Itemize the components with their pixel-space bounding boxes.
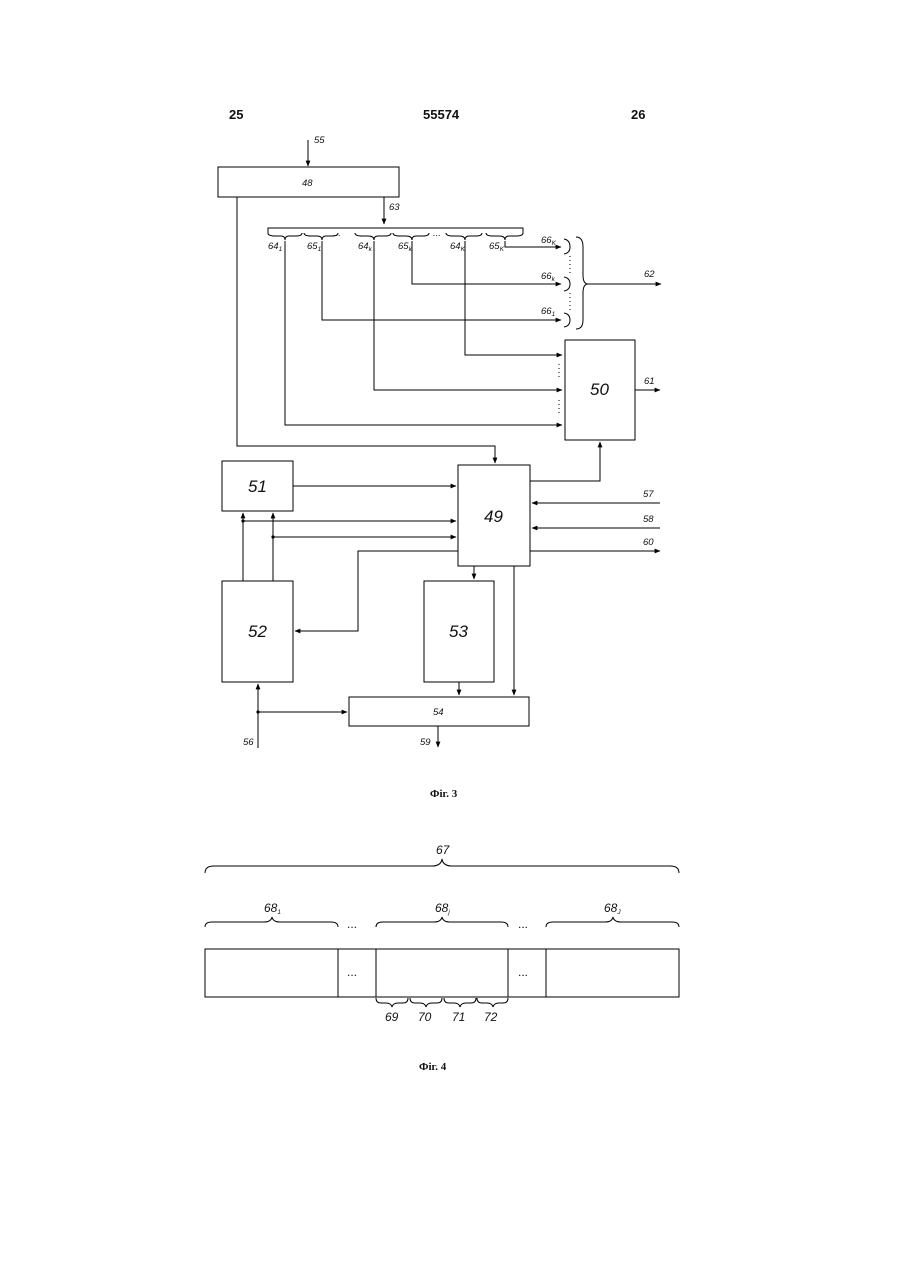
junction-56 [256, 710, 259, 713]
brace-64-k [355, 233, 391, 240]
combine-brace-62 [576, 237, 588, 329]
signal-63-label: 63 [389, 202, 400, 213]
signal-58-label: 58 [643, 514, 654, 525]
line-64-1-50 [285, 241, 562, 425]
field-label-64-k: 64k [358, 241, 373, 253]
block-48-label: 48 [302, 178, 313, 189]
output-label-66-1: 661 [541, 306, 556, 318]
output-label-66k: 66k [541, 271, 556, 283]
brace-70 [410, 998, 442, 1007]
figure-4: 67 681 ... 68j ... 68J ... ... 69 70 71 … [205, 843, 679, 1073]
brace-65-k [393, 233, 429, 240]
block-54-label: 54 [433, 707, 444, 718]
signal-55-label: 55 [314, 135, 325, 146]
field-label-64-1: 641 [268, 241, 283, 253]
subfield-label-71: 71 [452, 1010, 465, 1024]
brace-69 [376, 998, 408, 1007]
brace-68-j [376, 917, 508, 927]
brace-64-1 [268, 233, 302, 240]
block-51-label: 51 [248, 477, 267, 496]
segment-68-j [376, 949, 508, 997]
subfield-label-69: 69 [385, 1010, 399, 1024]
line-64k-50 [374, 241, 562, 390]
subfield-label-72: 72 [484, 1010, 498, 1024]
field-label-65-k: 65k [398, 241, 413, 253]
segment-68-J [546, 949, 679, 997]
line-48-49 [237, 197, 495, 463]
figure-4-caption: Фіг. 4 [419, 1061, 447, 1073]
field-label-65-1: 651 [307, 241, 322, 253]
figure-3: 55 48 63 641 651 ... 64k 65k ... 64K 65K… [218, 135, 661, 800]
line-64K-50 [465, 241, 562, 355]
figure-3-caption: Фіг. 3 [430, 788, 458, 800]
brace-68-1 [205, 917, 338, 927]
signal-62-label: 62 [644, 269, 655, 280]
signal-59-label: 59 [420, 737, 431, 748]
page-number-left: 25 [229, 107, 243, 122]
segment-label-68-1: 681 [264, 901, 281, 916]
block-50-label: 50 [590, 380, 609, 399]
block-52-label: 52 [248, 622, 267, 641]
brace-66k [564, 277, 570, 291]
junction-a [241, 519, 244, 522]
output-label-66K: 66K [541, 235, 557, 247]
brace-66K [564, 239, 570, 254]
field-label-64-K: 64K [450, 241, 466, 253]
junction-b [271, 535, 274, 538]
patent-number: 55574 [423, 107, 460, 122]
frame-bracket [268, 228, 523, 233]
line-65-1-66-1 [322, 241, 561, 320]
field-label-65-K: 65K [489, 241, 505, 253]
brace-64-K [446, 233, 482, 240]
signal-57-label: 57 [643, 489, 654, 500]
segment-68-1 [205, 949, 338, 997]
signal-61-label: 61 [644, 376, 655, 387]
signal-60-label: 60 [643, 537, 654, 548]
ellipsis-top-1: ... [347, 917, 357, 931]
segment-label-68-j: 68j [435, 901, 450, 916]
field-ellipsis-1: ... [333, 228, 341, 239]
brace-67 [205, 859, 679, 873]
block-49-label: 49 [484, 507, 503, 526]
segment-label-68-J: 68J [604, 901, 621, 916]
brace-72 [477, 998, 508, 1007]
signal-56-label: 56 [243, 737, 254, 748]
ellipsis-top-2: ... [518, 917, 528, 931]
ellipsis-mid-2: ... [518, 965, 528, 979]
brace-66-1 [564, 313, 570, 327]
brace-65-K [486, 233, 523, 240]
field-ellipsis-2: ... [433, 228, 441, 239]
frame-label-67: 67 [436, 843, 451, 857]
subfield-label-70: 70 [418, 1010, 432, 1024]
block-53-label: 53 [449, 622, 468, 641]
page-number-right: 26 [631, 107, 645, 122]
ellipsis-mid-1: ... [347, 965, 357, 979]
brace-71 [444, 998, 476, 1007]
brace-68-J [546, 917, 679, 927]
line-49-50 [530, 442, 600, 481]
